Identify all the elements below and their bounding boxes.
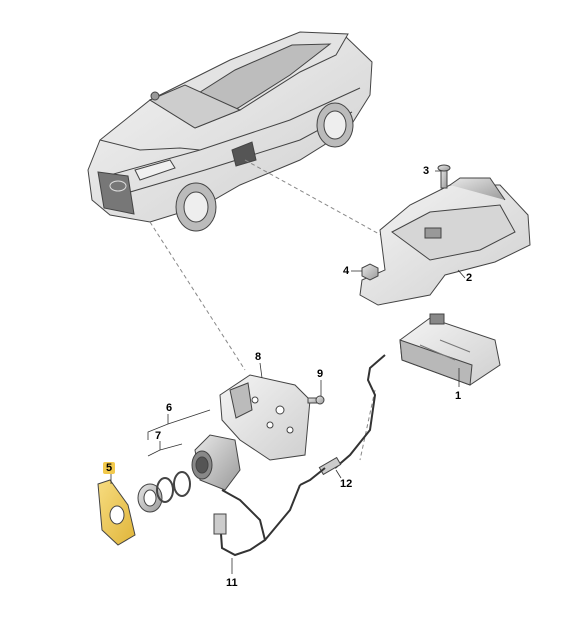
callout-9: 9 — [317, 368, 324, 380]
camera-module — [191, 434, 241, 491]
bolt-part-3 — [437, 164, 451, 189]
control-unit-part-1 — [399, 313, 501, 386]
callout-11: 11 — [226, 577, 238, 589]
callout-3: 3 — [423, 165, 430, 177]
cover-part-5 — [97, 479, 136, 546]
callout-5-highlight — [103, 462, 115, 474]
callout-6: 6 — [166, 402, 173, 414]
callout-leaders — [110, 170, 466, 574]
callout-1: 1 — [455, 390, 462, 402]
car-illustration — [87, 31, 373, 232]
mounting-plate-part-8 — [219, 374, 311, 461]
callout-2: 2 — [466, 272, 473, 284]
cable-part-11 — [213, 467, 326, 557]
bracket-part-2 — [359, 177, 531, 306]
bolt-part-9 — [307, 395, 325, 405]
cable-part-12 — [318, 354, 386, 476]
leader-lines — [149, 159, 391, 461]
callout-7: 7 — [155, 430, 162, 442]
callout-12: 12 — [340, 478, 353, 490]
callout-4: 4 — [343, 265, 350, 277]
rings-part-7 — [137, 471, 191, 513]
nut-part-4 — [361, 263, 379, 281]
callout-8: 8 — [255, 351, 262, 363]
callout-5: 5 — [106, 462, 113, 474]
